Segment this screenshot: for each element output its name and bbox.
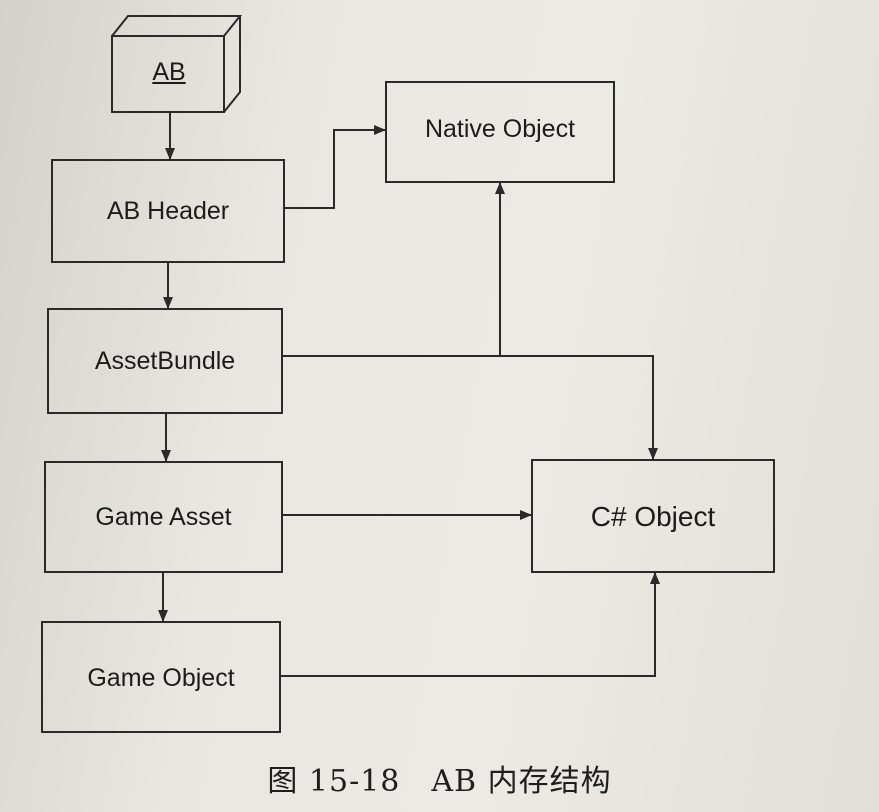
ab-cube-side (223, 16, 241, 113)
edge-assetbundle-to-csharp (282, 355, 658, 460)
figure-caption: 图 15-18 AB 内存结构 (267, 764, 612, 799)
ab-header-label: AB Header (106, 196, 230, 225)
game-asset-label: Game Asset (95, 502, 232, 531)
csharp-object-label: C# Object (590, 501, 716, 532)
game-object-label: Game Object (87, 663, 235, 692)
ab-cube-front (111, 35, 225, 113)
native-object-label: Native Object (424, 114, 576, 143)
ab-label: AB (152, 57, 186, 86)
edge-gameobject-to-csharp (280, 572, 660, 677)
asset-bundle-label: AssetBundle (94, 346, 236, 375)
edge-header-to-native (284, 125, 386, 209)
ab-cube-top (111, 15, 243, 37)
ab-cube (111, 15, 243, 113)
